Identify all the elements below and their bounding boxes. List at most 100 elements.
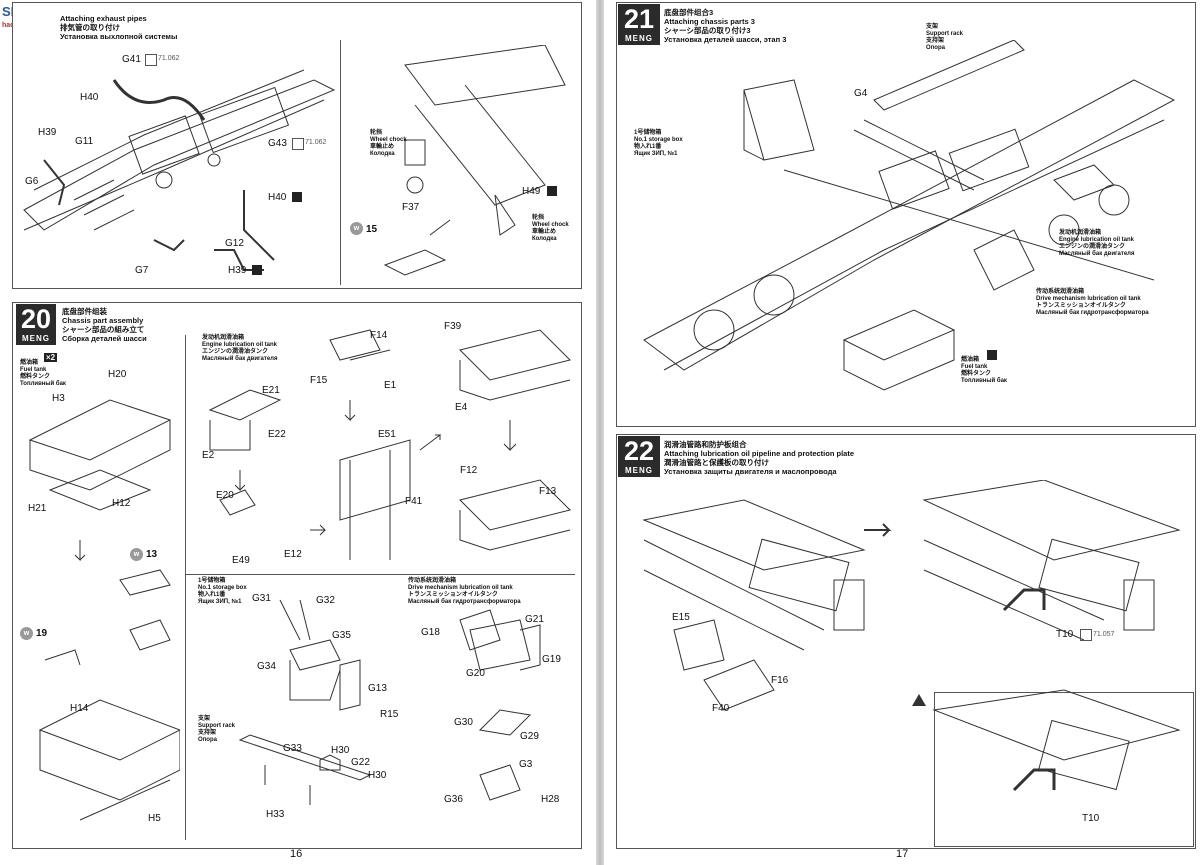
step20-divider-h [185,574,575,575]
glue-icon [252,265,262,275]
label-f40: F40 [712,703,730,714]
page-number: 16 [290,848,303,860]
step20-number: 20 [16,304,56,334]
step20-header: 底盘部件组装 Chassis part assembly シャーシ部品の組み立て… [62,307,147,343]
label-g35: G35 [332,630,351,641]
glue-icon [292,192,302,202]
wheel-ref-icon: w [350,222,363,235]
label-h40b: H40 [268,192,287,203]
label-f14: F14 [370,330,388,341]
paint-icon [145,54,157,66]
label-f12: F12 [460,465,478,476]
label-g11: G11 [75,136,94,147]
step20-brand: MENG [16,334,56,345]
glue-icon [547,186,557,196]
label-g7: G7 [135,265,149,276]
label-h21: H21 [28,503,47,514]
label-f16: F16 [771,675,789,686]
wheel-ref-icon: w [20,627,33,640]
label-r15: R15 [380,709,399,720]
label-g19: G19 [542,654,561,665]
label-e1: E1 [384,380,397,391]
label-h30a: H30 [331,745,350,756]
page-gutter [596,0,604,865]
step19-box [12,2,582,289]
label-f41: F41 [405,496,423,507]
engine-tank-drawing [208,329,571,560]
label-e15: E15 [672,612,690,623]
label-h14: H14 [70,703,89,714]
label-h5: H5 [148,813,161,824]
label-g21: G21 [525,614,544,625]
left-page: SEARCH hao.hobbyb... Attaching exhaust p… [0,0,596,865]
step21-header: 底盘部件组合3 Attaching chassis parts 3 シャーシ部品… [664,8,787,44]
label-h39a: H39 [38,127,57,138]
warning-icon [912,694,926,706]
label-g34: G34 [257,661,276,672]
label-g13: G13 [368,683,387,694]
label-e49: E49 [232,555,250,566]
glue-icon [987,350,997,360]
label-h33: H33 [266,809,285,820]
step19-chock-drawing [383,45,566,276]
label-g22: G22 [351,757,370,768]
step20-divider-v [185,335,186,840]
wheel-ref-13: 13 [146,549,158,560]
label-t10b: T10 [1082,813,1100,824]
label-f39: F39 [444,321,462,332]
label-g32: G32 [316,595,335,606]
fuel-tank-drawing [28,399,180,821]
step22-detail-box [934,692,1194,847]
label-g43: G43 [268,138,287,149]
label-g33: G33 [283,743,302,754]
step22-drawing [642,480,1181,792]
label-h39b: H39 [228,265,247,276]
step21-box [616,2,1196,427]
step19-divider [340,40,341,285]
label-e12: E12 [284,549,302,560]
paint-icon [1080,629,1092,641]
page-number: 17 [896,848,909,860]
label-h30b: H30 [368,770,387,781]
label-g12: G12 [225,238,244,249]
step19-chassis-drawing [23,69,336,271]
step21-number: 21 [618,4,660,34]
label-g20: G20 [466,668,485,679]
label-g29: G29 [520,731,539,742]
wheel-ref-icon: w [130,548,143,561]
step21-chassis-drawing [643,40,1176,391]
label-e4: E4 [455,402,468,413]
label-e51: E51 [378,429,396,440]
label-g36: G36 [444,794,463,805]
paint-code-a: 71.062 [158,55,180,62]
step19-header: Attaching exhaust pipes 排気管の取り付け Установ… [60,14,178,41]
label-g18: G18 [421,627,440,638]
label-f13: F13 [539,486,557,497]
label-h12: H12 [112,498,131,509]
step22-header: 润滑油管路和防护板组合 Attaching lubrication oil pi… [664,440,855,476]
label-g3: G3 [519,759,533,770]
wheel-ref-15: 15 [366,224,378,235]
paint-code-b: 71.062 [305,139,327,146]
right-page: 21 MENG 底盘部件组合3 Attaching chassis parts … [604,0,1200,865]
paint-icon [292,138,304,150]
label-g30: G30 [454,717,473,728]
paint-code: 71.057 [1093,631,1115,638]
label-g6: G6 [25,176,39,187]
label-t10a: T10 [1056,629,1074,640]
step21-brand: MENG [618,34,660,45]
label-g4: G4 [854,88,868,99]
label-h49: H49 [522,186,541,197]
